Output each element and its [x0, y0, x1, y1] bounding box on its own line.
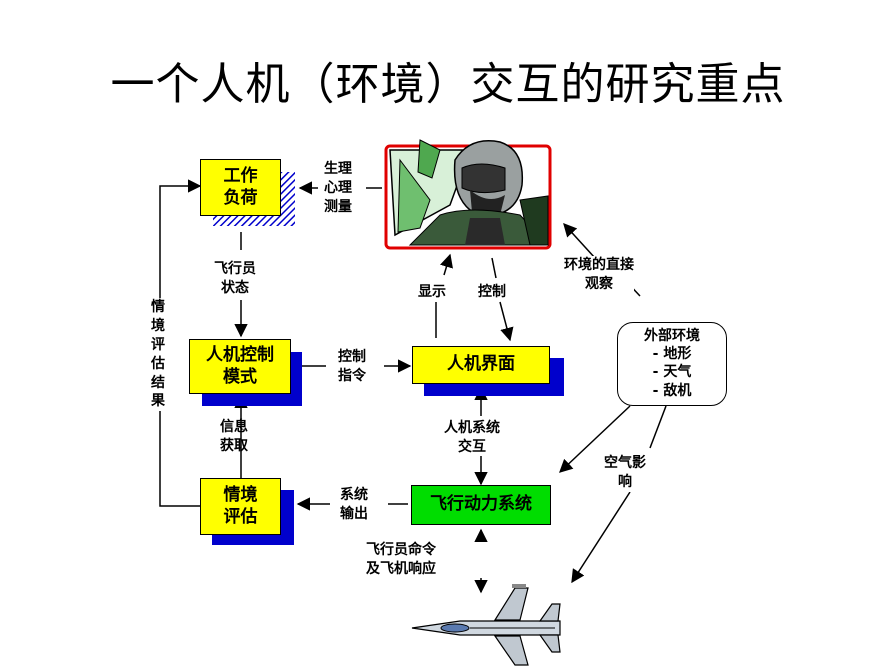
interface-label: 人机界面	[447, 354, 515, 375]
pilot-cmd-label: 飞行员命令及飞机响应	[366, 542, 436, 577]
eval-result-label: 情境 评估 结果	[150, 298, 166, 412]
control-cmd-label: 控制指令	[338, 349, 366, 384]
situation-line-1: 情境	[223, 485, 258, 506]
interface-box: 人机界面	[412, 346, 550, 384]
env-title: 外部环境	[644, 328, 700, 344]
env-item-enemy: - 敌机	[652, 382, 692, 399]
flight-dynamics-box: 飞行动力系统	[411, 485, 551, 525]
pilot-state-label: 飞行员状态	[214, 261, 256, 296]
page-title: 一个人机（环境）交互的研究重点	[110, 59, 786, 110]
control-mode-line-2: 模式	[223, 366, 257, 387]
control-mode-line-1: 人机控制	[206, 345, 274, 366]
flight-dynamics-label: 飞行动力系统	[430, 494, 532, 515]
situation-box: 情境 评估	[200, 478, 281, 535]
env-observe-label: 环境的直接观察	[564, 256, 634, 294]
display-label: 显示	[418, 284, 446, 300]
workload-line-1: 工作	[223, 166, 258, 187]
air-effect-label: 空气影响	[604, 454, 646, 492]
info-label: 信息获取	[220, 419, 248, 454]
env-item-weather: - 天气	[652, 364, 692, 381]
situation-line-2: 评估	[223, 506, 258, 527]
control-label: 控制	[478, 284, 506, 300]
external-environment-box: 外部环境 - 地形 - 天气 - 敌机	[617, 322, 727, 406]
hmi-interaction-label: 人机系统交互	[444, 420, 500, 455]
workload-line-2: 负荷	[223, 187, 258, 208]
system-output-label: 系统输出	[340, 487, 368, 522]
workload-box: 工作 负荷	[200, 159, 281, 216]
jet-picture	[411, 584, 561, 666]
control-mode-box: 人机控制 模式	[189, 339, 291, 394]
env-item-terrain: - 地形	[652, 346, 692, 363]
pilot-picture	[384, 139, 552, 250]
physio-label: 生理心理测量	[324, 161, 352, 215]
